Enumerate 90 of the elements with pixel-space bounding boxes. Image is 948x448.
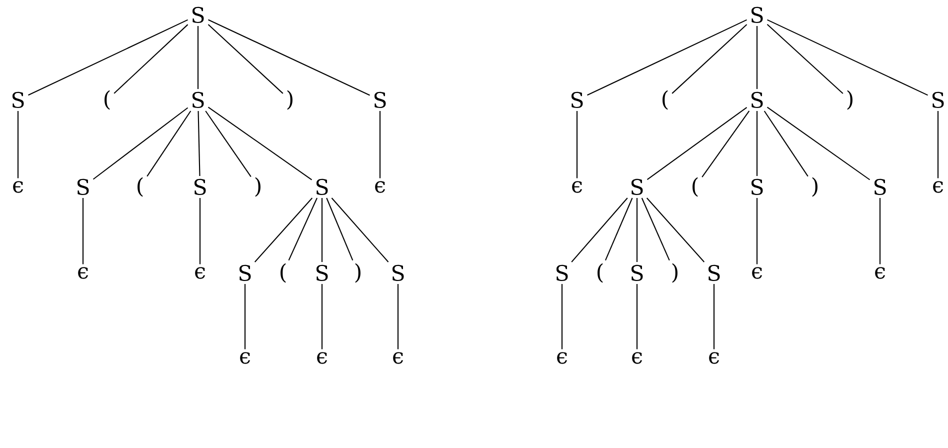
tree-symbol: ) [287,90,292,110]
tree-branch [397,284,399,350]
tree-symbol: ϵ [240,352,250,364]
tree-branch [756,111,758,176]
tree-symbol: ϵ [572,181,582,193]
tree-branch [17,111,19,178]
tree-branch [571,198,628,262]
tree-symbol: ) [672,263,678,283]
tree-symbol: ϵ [709,352,719,364]
tree-branch [321,198,323,262]
tree-branch [641,198,670,260]
tree-symbol: ( [662,90,668,110]
tree-branch [879,198,881,264]
tree-branch [326,198,354,260]
tree-branch [321,284,323,350]
tree-symbol: S [874,178,886,196]
tree-symbol: ϵ [632,352,642,364]
tree-symbol: ϵ [195,267,205,279]
tree-symbol: S [12,92,24,108]
tree-symbol: ( [138,177,143,197]
tree-branch [288,198,318,261]
tree-branch [92,107,188,180]
tree-branch [208,24,284,94]
tree-symbol: ( [692,177,698,197]
tree-symbol: ) [812,177,818,197]
tree-branch [82,198,84,264]
tree-branch [146,110,192,177]
tree-branch [28,19,188,96]
tree-symbol: ) [847,90,852,110]
tree-branch [199,198,201,264]
tree-branch [636,198,638,262]
tree-symbol: S [752,178,763,196]
tree-branch [587,19,747,96]
tree-symbol: ( [104,90,110,110]
tree-branch [208,19,370,96]
tree-symbol: S [316,178,328,196]
tree-symbol: ) [355,263,360,283]
tree-branch [636,284,638,350]
tree-branch [766,106,870,180]
tree-symbol: S [752,92,763,108]
tree-branch [646,198,705,262]
tree-branch [767,19,928,96]
tree-branch [756,26,758,89]
tree-branch [379,111,381,178]
tree-symbol: S [240,264,251,282]
tree-symbol: S [572,92,583,108]
tree-symbol: ) [255,177,260,197]
tree-symbol: S [374,92,386,108]
tree-branch [713,284,715,350]
tree-branch [766,24,844,94]
tree-branch [646,106,748,180]
tree-symbol: ϵ [317,352,327,364]
tree-symbol: S [632,178,643,196]
tree-symbol: ( [280,263,286,283]
tree-symbol: ϵ [13,181,23,193]
tree-symbol: ( [598,263,603,283]
tree-symbol: S [192,6,204,24]
tree-branch [604,198,633,260]
tree-branch [197,26,199,89]
tree-symbol: S [194,178,206,196]
tree-symbol: ϵ [393,352,403,364]
tree-symbol: ϵ [875,267,885,279]
tree-symbol: S [78,178,89,196]
tree-branch [331,198,389,262]
tree-symbol: ϵ [375,181,385,193]
tree-branch [254,198,313,262]
tree-symbol: S [316,264,328,282]
tree-branch [764,110,808,177]
tree-branch [756,198,758,264]
tree-symbol: ϵ [752,267,762,279]
tree-branch [208,106,312,180]
tree-symbol: S [556,264,568,282]
tree-branch [114,24,188,94]
tree-symbol: ϵ [933,181,943,193]
tree-symbol: S [932,92,944,108]
tree-branch [205,110,252,178]
tree-branch [702,110,750,178]
tree-symbol: ϵ [78,267,88,279]
tree-branch [561,284,563,350]
tree-symbol: ϵ [557,352,567,364]
tree-symbol: S [632,264,643,282]
tree-branch [244,284,246,350]
tree-symbol: S [192,92,204,108]
tree-symbol: S [752,6,763,24]
tree-branch [672,24,748,94]
tree-symbol: S [708,264,720,282]
tree-branch [198,110,200,176]
tree-branch [576,111,578,178]
tree-symbol: S [392,264,404,282]
tree-branch [937,111,939,178]
